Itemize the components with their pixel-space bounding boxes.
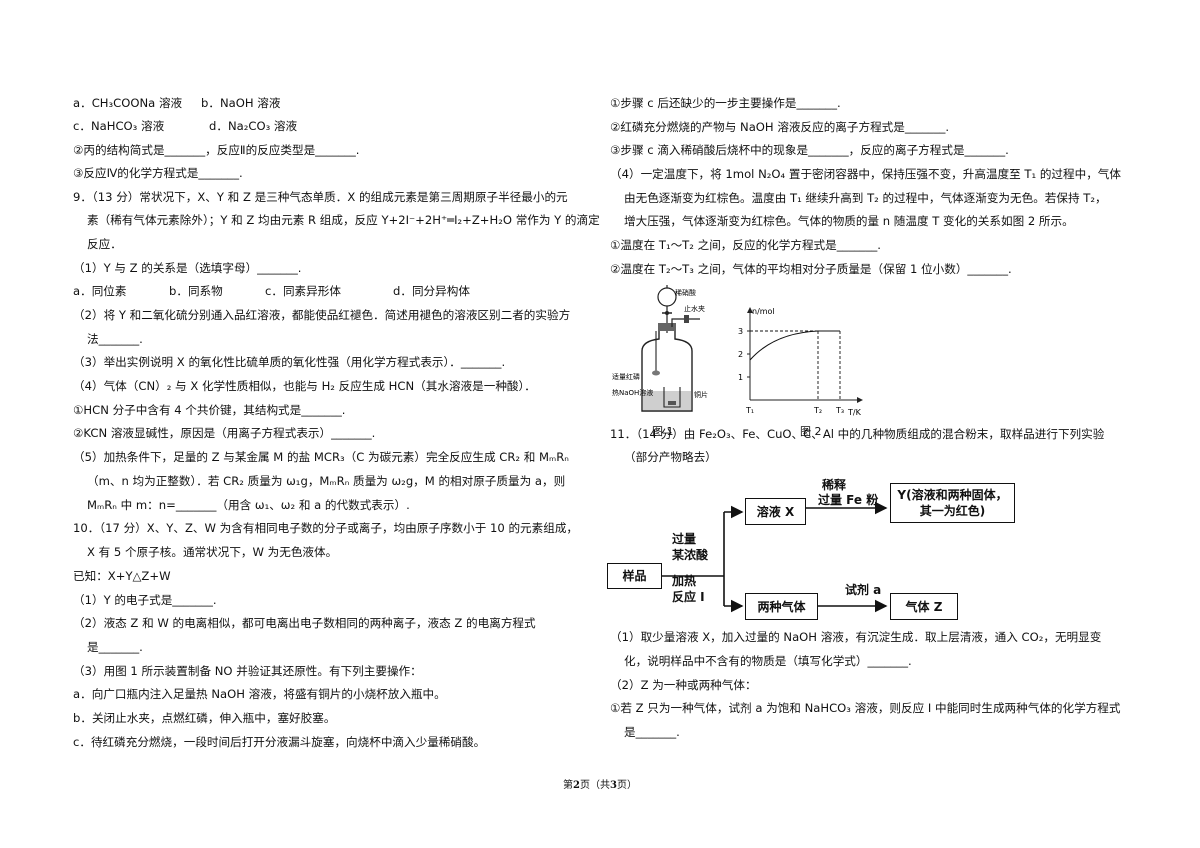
q11-stem-line2: （部分产物略去）	[624, 450, 717, 464]
q9-sub3: （3）举出实例说明 X 的氧化性比硫单质的氧化性强（用化学方程式表示）．____…	[73, 355, 506, 369]
q9-option-a: a．同位素	[73, 284, 127, 298]
q9-sub2-line1: （2）将 Y 和二氧化硫分别通入品红溶液，都能使品红褪色．简述用褪色的溶液区别二…	[73, 308, 571, 322]
footer-mid: 页（共	[580, 780, 610, 791]
figure2-caption: 图 2	[800, 425, 822, 438]
page-footer: 第2页（共3页）	[0, 776, 1200, 791]
q9-sub2-line2: 法_______.	[87, 332, 143, 346]
curve-t1-t2	[749, 330, 819, 361]
label-heat: 加热	[672, 574, 697, 588]
naoh-solution	[643, 391, 691, 410]
q11-sub2-part1-line2: 是_______.	[624, 725, 680, 739]
q9-stem-line1: 9．（13 分）常状况下，X、Y 和 Z 是三种气态单质．X 的组成元素是第三周…	[73, 190, 568, 204]
q11-sub1-line2: 化，说明样品中不含有的物质是（填写化学式）_______.	[624, 654, 912, 668]
box-two-gases: 两种气体	[745, 593, 818, 620]
label-conc-acid: 某浓酸	[672, 548, 709, 562]
q10-sub3-part2: ②红磷充分燃烧的产物与 NaOH 溶液反应的离子方程式是_______.	[610, 120, 950, 134]
q10-sub2-line1: （2）液态 Z 和 W 的电离相似，都可电离出电子数相同的两种离子，液态 Z 的…	[73, 616, 536, 630]
small-beaker-icon	[663, 387, 681, 408]
x-axis-label: T/K	[847, 408, 862, 417]
box-y: Y(溶液和两种固体， 其一为红色)	[890, 483, 1015, 523]
box-y-line2: 其一为红色)	[919, 504, 986, 518]
q9-stem-line2: 素（稀有气体元素除外）；Y 和 Z 均由元素 R 组成，反应 Y+2I⁻+2H⁺…	[87, 213, 600, 227]
q10-sub4-part2: ②温度在 T₂～T₃ 之间，气体的平均相对分子质量是（保留 1 位小数）____…	[610, 262, 1012, 276]
q9-sub4-part1: ①HCN 分子中含有 4 个共价键，其结构式是_______.	[73, 403, 346, 417]
footer-pre: 第	[563, 780, 574, 791]
q9-option-c: c．同素异形体	[265, 284, 341, 298]
q11-sub2-part1-line1: ①若 Z 只为一种气体，试剂 a 为饱和 NaHCO₃ 溶液，则反应 I 中能同…	[610, 701, 1121, 715]
y-tick-label: 1	[738, 373, 743, 382]
option-row-ab: a．CH₃COONa 溶液 b．NaOH 溶液	[73, 96, 280, 111]
x-tick-label: T₂	[813, 406, 822, 415]
q9-sub5-line3: MₘRₙ 中 m：n=_______（用含 ω₁、ω₂ 和 a 的代数式表示）.	[87, 498, 410, 512]
q8-part3: ③反应Ⅳ的化学方程式是_______.	[73, 166, 243, 180]
option-c: c．NaHCO₃ 溶液	[73, 119, 165, 133]
q10-stem-line1: 10．（17 分）X、Y、Z、W 为含有相同电子数的分子或离子，均由原子序数小于…	[73, 521, 579, 535]
q10-sub3: （3）用图 1 所示装置制备 NO 并验证其还原性。有下列主要操作：	[73, 664, 422, 678]
label-excess-fe: 过量 Fe 粉	[818, 493, 879, 507]
q10-sub3-part1: ①步骤 c 后还缺少的一步主要操作是_______.	[610, 96, 841, 110]
q10-step-b: b．关闭止水夹，点燃红磷，伸入瓶中，塞好胶塞。	[73, 711, 336, 725]
q9-sub4: （4）气体（CN）₂ 与 X 化学性质相似，也能与 H₂ 反应生成 HCN（其水…	[73, 379, 536, 393]
q10-sub2-line2: 是_______.	[87, 640, 143, 654]
footer-post: 页）	[616, 780, 637, 791]
label-red-phosphorus: 适量红磷	[612, 372, 640, 381]
label-clamp: 止水夹	[684, 304, 705, 313]
q9-option-b: b．同系物	[169, 284, 223, 298]
q11-stem-line1: 11．（14 分）由 Fe₂O₃、Fe、CuO、C、Al 中的几种物质组成的混合…	[610, 427, 1105, 441]
figure2-graph: 1 2 3T₁ T₂ T₃ n/mol T/K	[738, 307, 863, 417]
q9-sub4-part2: ②KCN 溶液显碱性，原因是（用离子方程式表示）_______.	[73, 426, 376, 440]
q10-sub4-line3: 增大压强，气体逐渐变为红棕色。气体的物质的量 n 随温度 T 变化的关系如图 2…	[624, 214, 1074, 228]
box-gas-z: 气体 Z	[890, 593, 958, 620]
box-solution-x: 溶液 X	[745, 498, 806, 525]
x-tick-label: T₃	[835, 406, 844, 415]
q10-sub3-part3: ③步骤 c 滴入稀硝酸后烧杯中的现象是_______，反应的离子方程式是____…	[610, 143, 1009, 157]
x-tick-label: T₁	[745, 406, 754, 415]
q9-sub1-options: a．同位素 b．同系物 c．同素异形体 d．同分异构体	[73, 284, 470, 299]
q9-sub1: （1）Y 与 Z 的关系是（选填字母）_______.	[73, 261, 302, 275]
y-tick-label: 3	[738, 327, 743, 336]
q9-sub5-line1: （5）加热条件下，足量的 Z 与某金属 M 的盐 MCR₃（C 为碳元素）完全反…	[73, 450, 569, 464]
label-reaction-1: 反应 I	[672, 590, 705, 604]
option-row-cd: c．NaHCO₃ 溶液 d．Na₂CO₃ 溶液	[73, 119, 297, 134]
q10-sub4-line1: （4）一定温度下，将 1mol N₂O₄ 置于密闭容器中，保持压强不变，升高温度…	[610, 167, 1121, 181]
side-tube-icon	[671, 315, 700, 327]
q8-part2: ②丙的结构简式是_______，反应Ⅱ的反应类型是_______.	[73, 143, 360, 157]
q10-step-c: c．待红磷充分燃烧，一段时间后打开分液漏斗旋塞，向烧杯中滴入少量稀硝酸。	[73, 735, 486, 749]
q9-sub5-line2: （m、n 均为正整数）．若 CR₂ 质量为 ω₁g，MₘRₙ 质量为 ω₂g，M…	[87, 474, 566, 488]
q10-sub4-line2: 由无色逐渐变为红棕色。温度由 T₁ 继续升高到 T₂ 的过程中，气体逐渐变为无色…	[624, 191, 1107, 205]
wide-mouth-bottle-icon	[641, 331, 693, 412]
q10-step-a: a．向广口瓶内注入足量热 NaOH 溶液，将盛有铜片的小烧杯放入瓶中。	[73, 687, 446, 701]
rubber-stopper	[658, 323, 676, 331]
q10-stem-line2: X 有 5 个原子核。通常状况下，W 为无色液体。	[87, 545, 338, 559]
option-a: a．CH₃COONa 溶液	[73, 96, 183, 110]
flowchart-lines	[662, 501, 888, 613]
y-axis-label: n/mol	[752, 307, 775, 316]
option-b: b．NaOH 溶液	[201, 96, 281, 110]
q10-given: 已知：X+Y△Z+W	[73, 569, 171, 583]
red-phosphorus	[652, 370, 660, 376]
label-hot-naoh: 热NaOH溶液	[612, 388, 653, 397]
q11-sub1-line1: （1）取少量溶液 X，加入过量的 NaOH 溶液，有沉淀生成．取上层清液，通入 …	[610, 630, 1102, 644]
footer-page: 2	[573, 780, 580, 791]
option-d: d．Na₂CO₃ 溶液	[209, 119, 298, 133]
copper-piece	[668, 401, 676, 405]
footer-total: 3	[610, 780, 617, 791]
figure1-caption: 图 1	[652, 425, 674, 438]
label-dilute-nitric: 稀硝酸	[675, 288, 696, 297]
y-tick-label: 2	[738, 350, 743, 359]
box-y-line1: Y(溶液和两种固体，	[897, 488, 1008, 502]
label-reagent-a: 试剂 a	[845, 583, 882, 597]
q10-sub1: （1）Y 的电子式是_______.	[73, 593, 217, 607]
q11-sub2: （2）Z 为一种或两种气体：	[610, 678, 757, 692]
figure1-apparatus: 稀硝酸 止水夹 适量红磷 热NaOH溶液 铜片	[612, 285, 708, 412]
q10-sub4-part1: ①温度在 T₁～T₂ 之间，反应的化学方程式是_______.	[610, 238, 881, 252]
box-sample: 样品	[607, 563, 662, 589]
label-excess: 过量	[672, 532, 697, 546]
q9-stem-line3: 反应．	[87, 237, 122, 251]
q9-option-d: d．同分异构体	[393, 284, 470, 298]
label-copper: 铜片	[694, 390, 708, 399]
label-dilute: 稀释	[822, 478, 847, 492]
